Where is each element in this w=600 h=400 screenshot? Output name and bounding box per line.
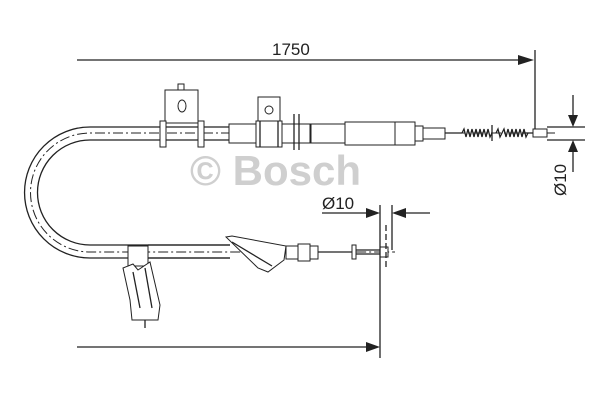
bottom-diameter-dimension [322,205,430,250]
adjuster-nut [394,121,416,146]
end-diameter-dimension [547,95,585,172]
end-diameter-label: Ø10 [551,164,570,196]
top-bracket-2 [255,96,283,148]
watermark: © Bosch [190,147,361,194]
tube-segment [310,123,346,144]
cable-inner [36,139,230,246]
spring [461,127,529,139]
length-label: 1750 [272,40,310,59]
cable-outer [23,126,230,259]
tube-segment [281,123,311,144]
tube-segment [228,123,258,144]
bottom-diameter-label: Ø10 [322,194,354,213]
cable-end-nipple-bottom [379,246,389,258]
cable-end-nipple [532,128,548,138]
break-mark [293,114,300,150]
bottom-dimension-line [77,205,381,358]
lower-bracket [122,245,161,328]
grommet [224,235,287,273]
length-dimension-line [77,50,536,132]
top-bracket-1 [159,83,205,148]
adjuster-sleeve [344,121,396,146]
ferrule [297,243,311,262]
cable-centerline [30,132,555,253]
